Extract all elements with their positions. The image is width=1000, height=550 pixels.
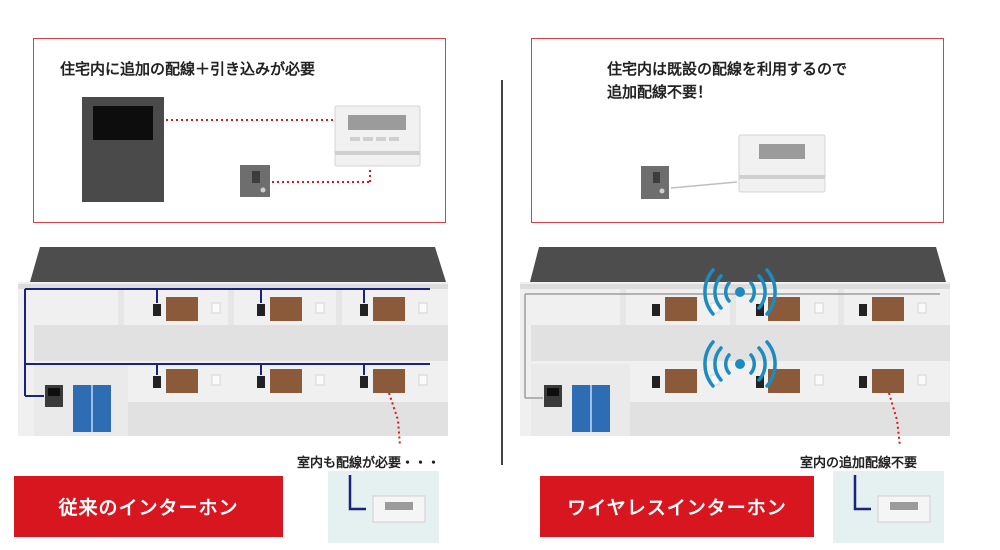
- room-wiring-detail: [348, 475, 426, 523]
- wireless-signal-icon: [703, 268, 777, 316]
- door-station-icon: [240, 165, 270, 197]
- right-heading-line1: 住宅内は既設の配線を利用するので: [607, 60, 848, 78]
- existing-wire: [670, 181, 738, 189]
- right-room-inset: [833, 471, 944, 543]
- left-building: [18, 247, 448, 436]
- added-wiring: [166, 119, 371, 183]
- indoor-monitor-icon: [334, 105, 421, 167]
- left-callout-line: [388, 392, 401, 447]
- right-info-box: [531, 38, 944, 223]
- room-wiring-detail: [853, 475, 931, 523]
- left-building-wiring: [24, 288, 430, 397]
- indoor-monitor-icon-right: [738, 134, 826, 193]
- left-room-note: 室内も配線が必要・・・: [297, 456, 441, 471]
- right-callout-line: [888, 392, 901, 447]
- left-room-inset: [328, 471, 439, 543]
- center-divider: [501, 80, 503, 465]
- door-station-icon-right: [641, 166, 669, 199]
- right-building: [520, 247, 950, 436]
- right-existing-wiring: [524, 293, 940, 399]
- right-banner: ワイヤレスインターホン: [540, 476, 814, 537]
- right-room-note: 室内の追加配線不要: [800, 456, 918, 471]
- left-banner: 従来のインターホン: [14, 476, 283, 537]
- monitor-unit-icon: [82, 97, 164, 202]
- left-heading: 住宅内に追加の配線＋引き込みが必要: [60, 60, 316, 78]
- wireless-signal-icon: [703, 340, 777, 388]
- right-heading-line2: 追加配線不要！: [607, 83, 713, 101]
